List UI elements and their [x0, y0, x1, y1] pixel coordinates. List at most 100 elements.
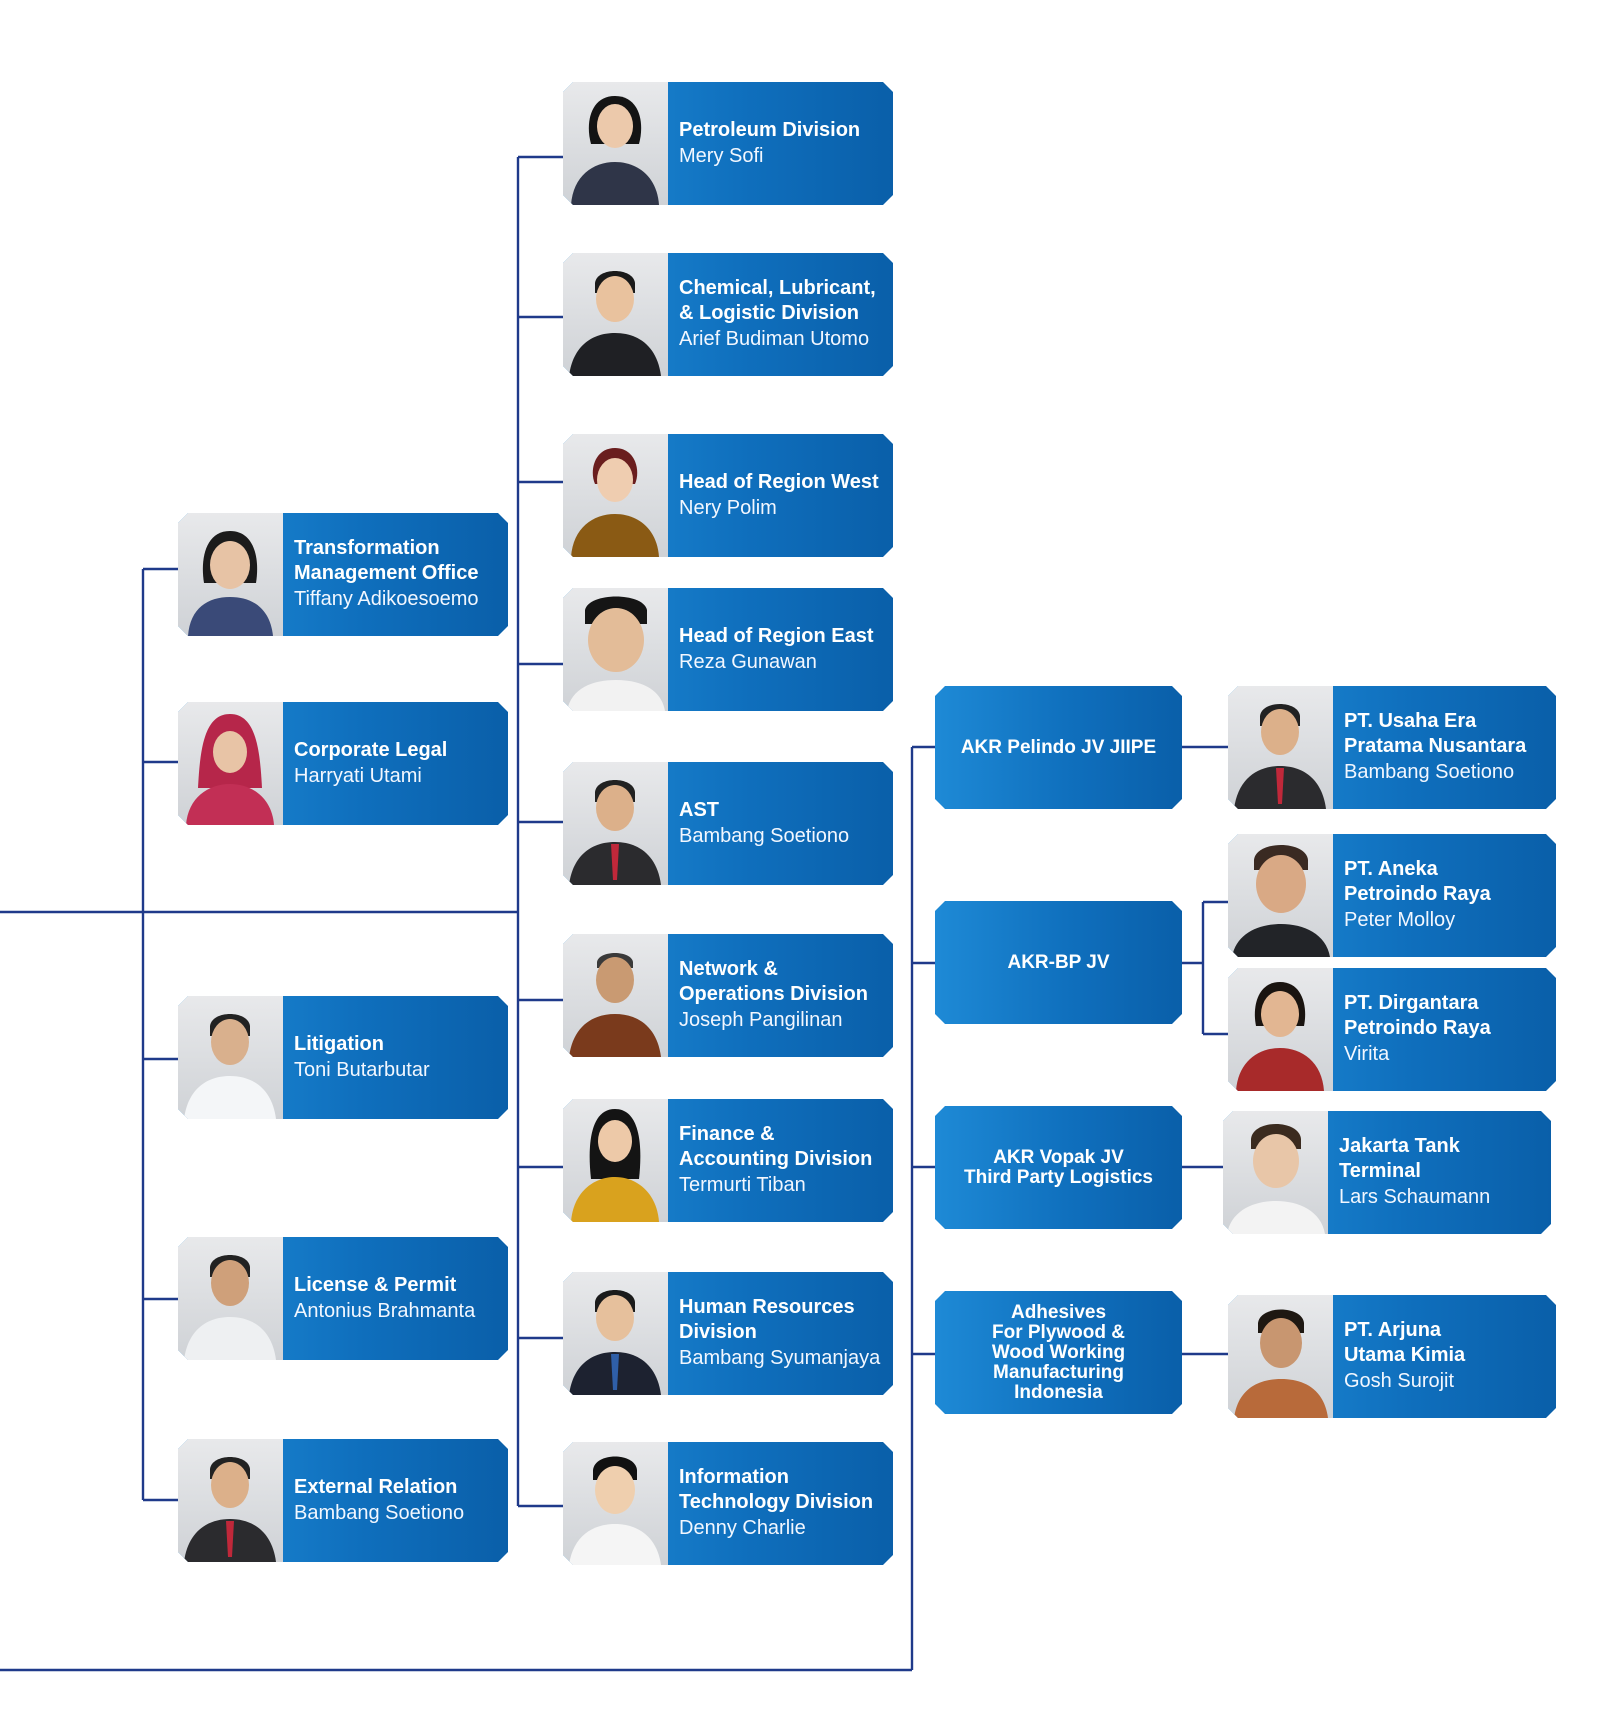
card-person: Lars Schaumann	[1339, 1186, 1491, 1208]
card-title: AST	[679, 798, 719, 821]
card-title: AKR Pelindo JV JIIPE	[960, 736, 1157, 758]
card-title: AKR-BP JV	[1007, 951, 1110, 973]
connector-left-branches	[143, 567, 178, 1502]
connector-jv-subsidiaries	[1182, 745, 1228, 1356]
card-person: Termurti Tiban	[679, 1174, 806, 1196]
portrait-photo	[1228, 968, 1333, 1091]
card-title: Adhesives For Plywood & Wood Working Man…	[991, 1301, 1126, 1403]
portrait-photo	[563, 934, 668, 1057]
card-person: Gosh Surojit	[1344, 1370, 1455, 1392]
card-person: Tiffany Adikoesoemo	[294, 588, 479, 610]
card-title: Finance & Accounting Division	[679, 1123, 873, 1170]
portrait-photo	[563, 1099, 668, 1222]
card-title: PT. Aneka Petroindo Raya	[1344, 858, 1491, 905]
portrait-photo	[178, 1237, 283, 1360]
card-person: Virita	[1344, 1043, 1390, 1065]
card-title: Petroleum Division	[679, 118, 861, 141]
portrait-photo	[178, 702, 283, 825]
jv-card-adhesives[interactable]: Adhesives For Plywood & Wood Working Man…	[935, 1291, 1182, 1414]
portrait-photo	[563, 588, 668, 711]
woman-portrait-icon	[563, 1099, 668, 1222]
card-title: Chemical, Lubricant, & Logistic Division	[679, 277, 876, 324]
portrait-photo	[563, 1442, 668, 1565]
card-title: License & Permit	[294, 1273, 457, 1296]
card-person: Arief Budiman Utomo	[679, 328, 870, 350]
man-portrait-icon	[563, 253, 668, 376]
card-person: Bambang Syumanjaya	[679, 1347, 881, 1369]
man-portrait-icon	[563, 1272, 668, 1395]
jv-card-akr-vopak[interactable]: AKR Vopak JV Third Party Logistics	[935, 1106, 1182, 1229]
woman-portrait-icon	[1228, 968, 1333, 1091]
card-person: Antonius Brahmanta	[294, 1299, 476, 1322]
org-card-chemical-lubricant-division[interactable]: Chemical, Lubricant, & Logistic Division…	[563, 253, 893, 376]
man-portrait-icon	[1228, 686, 1333, 809]
connector-jv-branches	[912, 745, 935, 1356]
portrait-photo	[178, 513, 283, 636]
card-title: Head of Region West	[679, 470, 879, 493]
connector-middle-branches	[518, 155, 563, 1508]
man-portrait-icon	[563, 762, 668, 885]
man-portrait-icon	[178, 1237, 283, 1360]
woman-hijab-portrait-icon	[178, 702, 283, 825]
card-title: Litigation	[294, 1032, 384, 1055]
man-portrait-icon	[1223, 1111, 1328, 1234]
portrait-photo	[563, 253, 668, 376]
woman-portrait-icon	[178, 513, 283, 636]
card-title: Human Resources Division	[679, 1296, 855, 1343]
jv-card-akr-bp[interactable]: AKR-BP JV	[935, 901, 1182, 1024]
card-person: Bambang Soetiono	[1344, 761, 1515, 783]
portrait-photo	[563, 762, 668, 885]
man-portrait-icon	[563, 934, 668, 1057]
jv-card-akr-pelindo[interactable]: AKR Pelindo JV JIIPE	[935, 686, 1182, 809]
card-title: PT. Dirgantara Petroindo Raya	[1344, 992, 1491, 1039]
org-card-ast[interactable]: AST Bambang Soetiono	[563, 762, 893, 885]
card-person: Mery Sofi	[679, 144, 764, 167]
woman-portrait-icon	[563, 434, 668, 557]
card-person: Bambang Soetiono	[294, 1501, 465, 1524]
card-title: AKR Vopak JV Third Party Logistics	[964, 1146, 1153, 1188]
man-portrait-icon	[1228, 1295, 1333, 1418]
card-title: Information Technology Division	[679, 1466, 874, 1513]
card-person: Nery Polim	[679, 496, 777, 519]
card-title: External Relation	[294, 1475, 458, 1498]
card-person: Bambang Soetiono	[679, 824, 850, 847]
man-portrait-icon	[1228, 834, 1333, 957]
portrait-photo	[1223, 1111, 1328, 1234]
card-title: Corporate Legal	[294, 738, 448, 761]
portrait-photo	[563, 434, 668, 557]
card-title: Jakarta Tank Terminal	[1339, 1135, 1460, 1182]
card-person: Toni Butarbutar	[294, 1058, 430, 1081]
portrait-photo	[563, 82, 668, 205]
portrait-photo	[178, 996, 283, 1119]
card-title: PT. Arjuna Utama Kimia	[1344, 1319, 1466, 1366]
card-person: Denny Charlie	[679, 1517, 806, 1539]
man-portrait-icon	[563, 1442, 668, 1565]
man-portrait-icon	[563, 588, 668, 711]
card-person: Reza Gunawan	[679, 650, 817, 673]
portrait-photo	[1228, 686, 1333, 809]
man-portrait-icon	[178, 1439, 283, 1562]
card-person: Harryati Utami	[294, 764, 422, 787]
card-title: Head of Region East	[679, 624, 874, 647]
portrait-photo	[1228, 1295, 1333, 1418]
portrait-photo	[1228, 834, 1333, 957]
card-person: Joseph Pangilinan	[679, 1009, 843, 1031]
portrait-photo	[563, 1272, 668, 1395]
